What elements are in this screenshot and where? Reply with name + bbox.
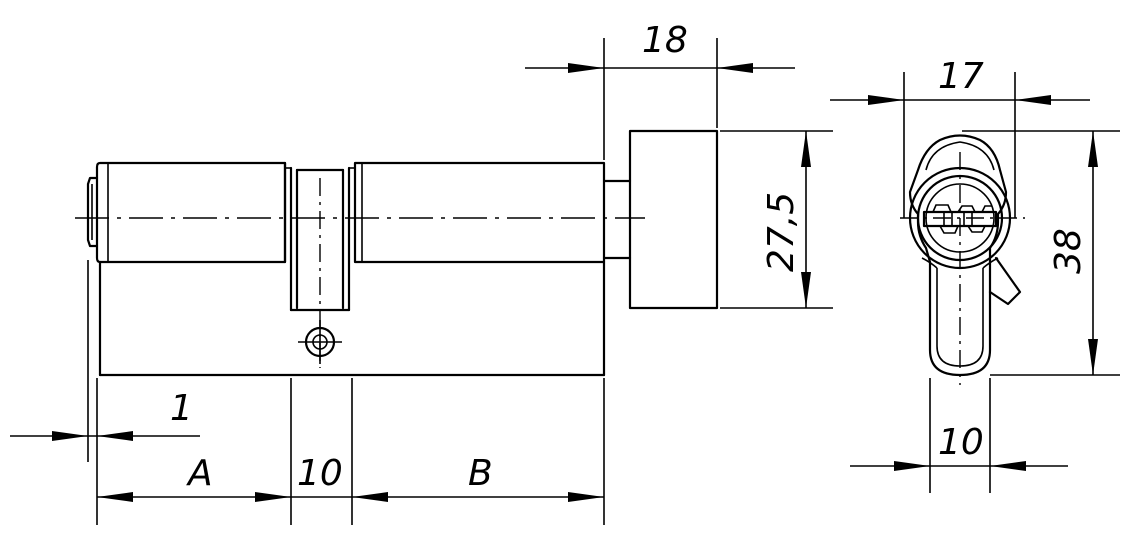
right-body xyxy=(353,161,606,264)
dim-profile-height-label: 38 xyxy=(1048,228,1089,274)
thumb-turn-knob xyxy=(602,129,719,310)
dim-b-label: B xyxy=(468,453,493,494)
left-body xyxy=(86,161,287,264)
side-dimensions: 1 A 10 B 18 27,5 xyxy=(10,20,833,525)
dim-profile-bottom-label: 10 xyxy=(938,422,984,463)
profile-view xyxy=(900,134,1025,385)
side-view xyxy=(75,129,719,377)
lower-housing xyxy=(98,260,606,377)
dim-profile-width-label: 17 xyxy=(938,56,984,97)
dim-knob-depth-label: 18 xyxy=(642,20,688,61)
profile-dimensions: 17 38 10 xyxy=(830,56,1120,493)
dim-center-label: 10 xyxy=(297,453,343,494)
dim-knob-diameter-label: 27,5 xyxy=(761,192,802,272)
dim-overhang-label: 1 xyxy=(170,388,193,429)
dim-a-label: A xyxy=(186,453,213,494)
